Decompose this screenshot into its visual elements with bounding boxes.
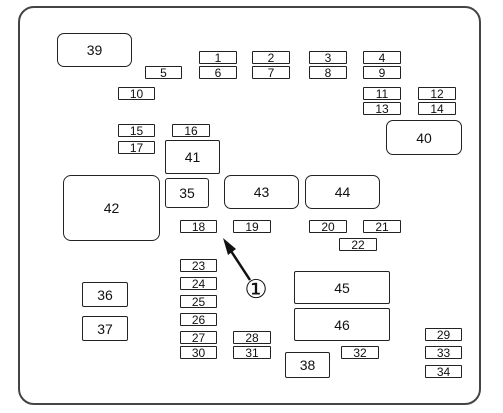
relay-39: 39	[57, 33, 132, 67]
fuse-slot-31: 31	[233, 346, 271, 360]
relay-46: 46	[294, 308, 390, 341]
fuse-slot-30: 30	[180, 346, 217, 360]
fuse-slot-32: 32	[341, 346, 379, 360]
fuse-slot-8: 8	[309, 66, 347, 80]
fuse-slot-5: 5	[145, 66, 182, 80]
fuse-slot-3: 3	[309, 51, 347, 65]
fuse-slot-23: 23	[180, 259, 217, 273]
fuse-slot-24: 24	[180, 277, 217, 291]
fuse-slot-25: 25	[180, 295, 217, 309]
fuse-slot-7: 7	[252, 66, 290, 80]
fuse-slot-27: 27	[180, 331, 217, 345]
fuse-slot-6: 6	[199, 66, 237, 80]
relay-44: 44	[305, 175, 380, 209]
fuse-slot-12: 12	[418, 87, 456, 101]
fuse-slot-17: 17	[118, 141, 155, 155]
relay-43: 43	[224, 175, 299, 209]
relay-37: 37	[82, 316, 128, 341]
fuse-slot-2: 2	[252, 51, 290, 65]
fuse-slot-33: 33	[425, 346, 462, 360]
fuse-slot-10: 10	[118, 87, 155, 101]
relay-36: 36	[82, 282, 128, 307]
relay-45: 45	[294, 271, 390, 304]
fuse-slot-22: 22	[339, 238, 377, 252]
fuse-slot-11: 11	[363, 87, 401, 101]
fuse-slot-1: 1	[199, 51, 237, 65]
relay-41: 41	[165, 140, 220, 174]
callout-marker: ①	[244, 275, 268, 305]
fuse-slot-28: 28	[233, 331, 271, 345]
fuse-slot-21: 21	[363, 220, 401, 234]
fuse-slot-19: 19	[233, 220, 271, 234]
fuse-slot-26: 26	[180, 313, 217, 327]
relay-38: 38	[285, 352, 330, 378]
relay-40: 40	[386, 120, 462, 155]
fuse-slot-14: 14	[418, 102, 456, 116]
fuse-slot-20: 20	[309, 220, 347, 234]
fuse-slot-16: 16	[172, 124, 210, 138]
relay-35: 35	[165, 178, 209, 208]
fuse-slot-13: 13	[363, 102, 401, 116]
relay-42: 42	[63, 175, 160, 241]
fuse-slot-29: 29	[425, 328, 462, 342]
fuse-panel-outline	[18, 6, 481, 405]
fuse-slot-15: 15	[118, 124, 155, 138]
fuse-slot-18: 18	[180, 220, 217, 234]
fuse-slot-4: 4	[363, 51, 401, 65]
fuse-slot-34: 34	[425, 365, 462, 379]
fuse-slot-9: 9	[363, 66, 401, 80]
